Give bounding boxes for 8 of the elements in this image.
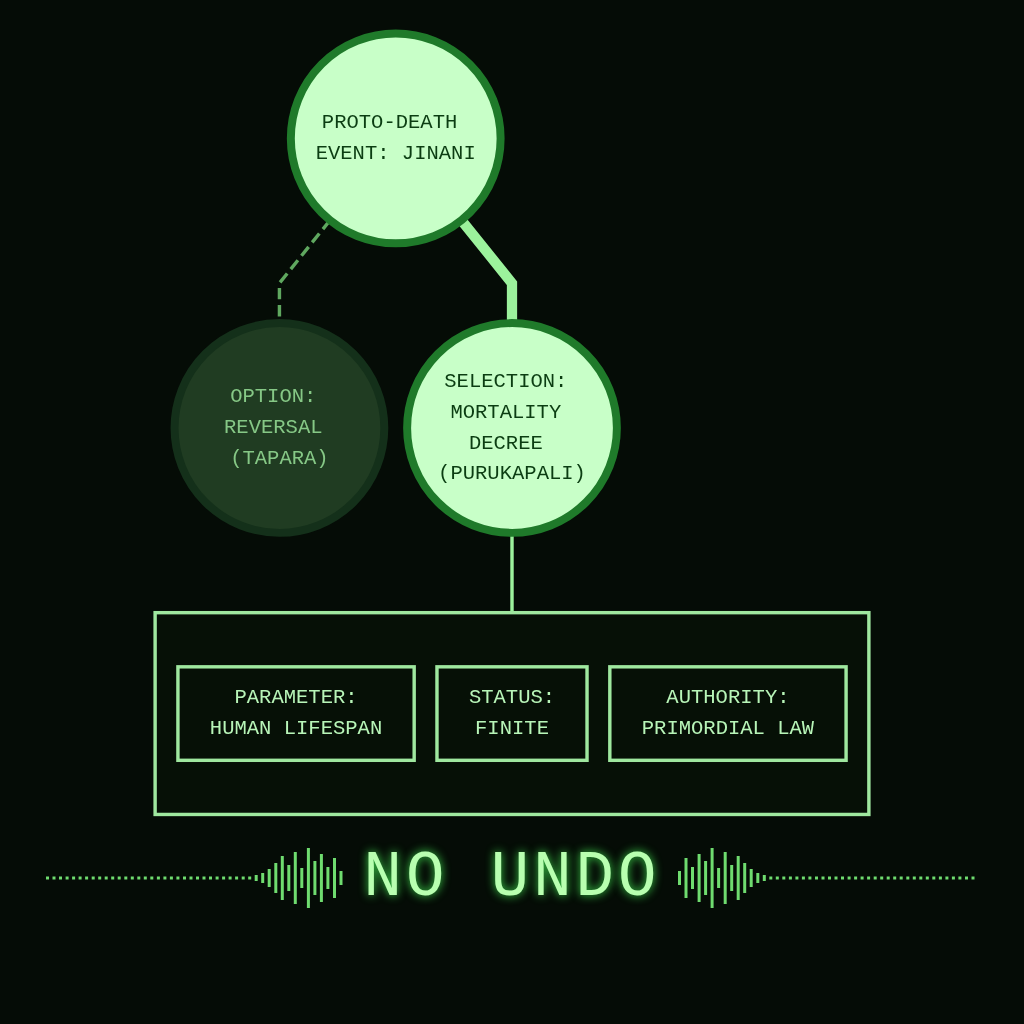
node-box: AUTHORITY: PRIMORDIAL LAW (608, 665, 848, 762)
caption: NO UNDO (363, 842, 661, 914)
node-box: PARAMETER: HUMAN LIFESPAN (176, 665, 416, 762)
node-circle: SELECTION: MORTALITY DECREE (PURUKAPALI) (403, 319, 621, 537)
cluster (153, 610, 871, 817)
node-circle: OPTION: REVERSAL (TAPARA) (170, 319, 389, 537)
node-circle: PROTO-DEATH EVENT: JINANI (286, 29, 505, 248)
node-box: STATUS: FINITE (435, 665, 589, 762)
